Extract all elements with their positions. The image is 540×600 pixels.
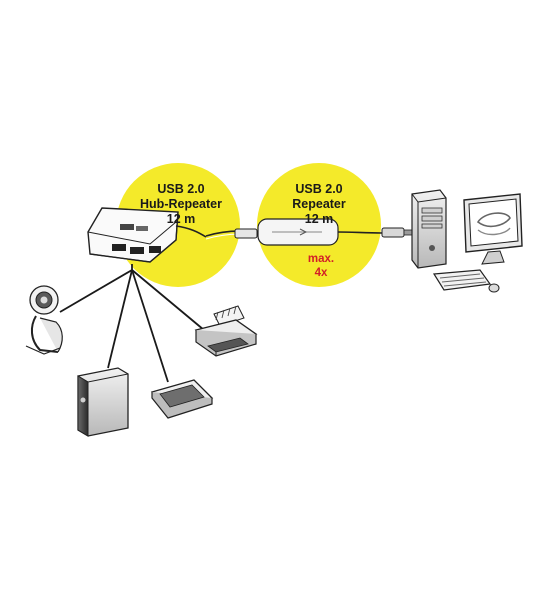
usb-cable-icon — [205, 218, 413, 246]
repeater-line2: Repeater — [292, 197, 346, 211]
webcam-icon — [25, 285, 63, 355]
max-note-line2: 4x — [315, 267, 328, 279]
repeater-line1: USB 2.0 — [295, 182, 342, 196]
scanner-icon — [150, 379, 214, 419]
hub-repeater-line1: USB 2.0 — [157, 182, 204, 196]
external-drive-icon — [77, 367, 129, 437]
max-note-line1: max. — [308, 253, 334, 265]
printer-icon — [194, 305, 258, 357]
repeater-line3: 12 m — [305, 212, 334, 226]
hub-repeater-line2: Hub-Repeater — [140, 197, 222, 211]
usb-hub-icon — [87, 207, 207, 263]
hub-repeater-line3: 12 m — [167, 212, 196, 226]
desktop-computer-icon — [411, 189, 523, 293]
hub-connection-lines — [59, 264, 205, 383]
